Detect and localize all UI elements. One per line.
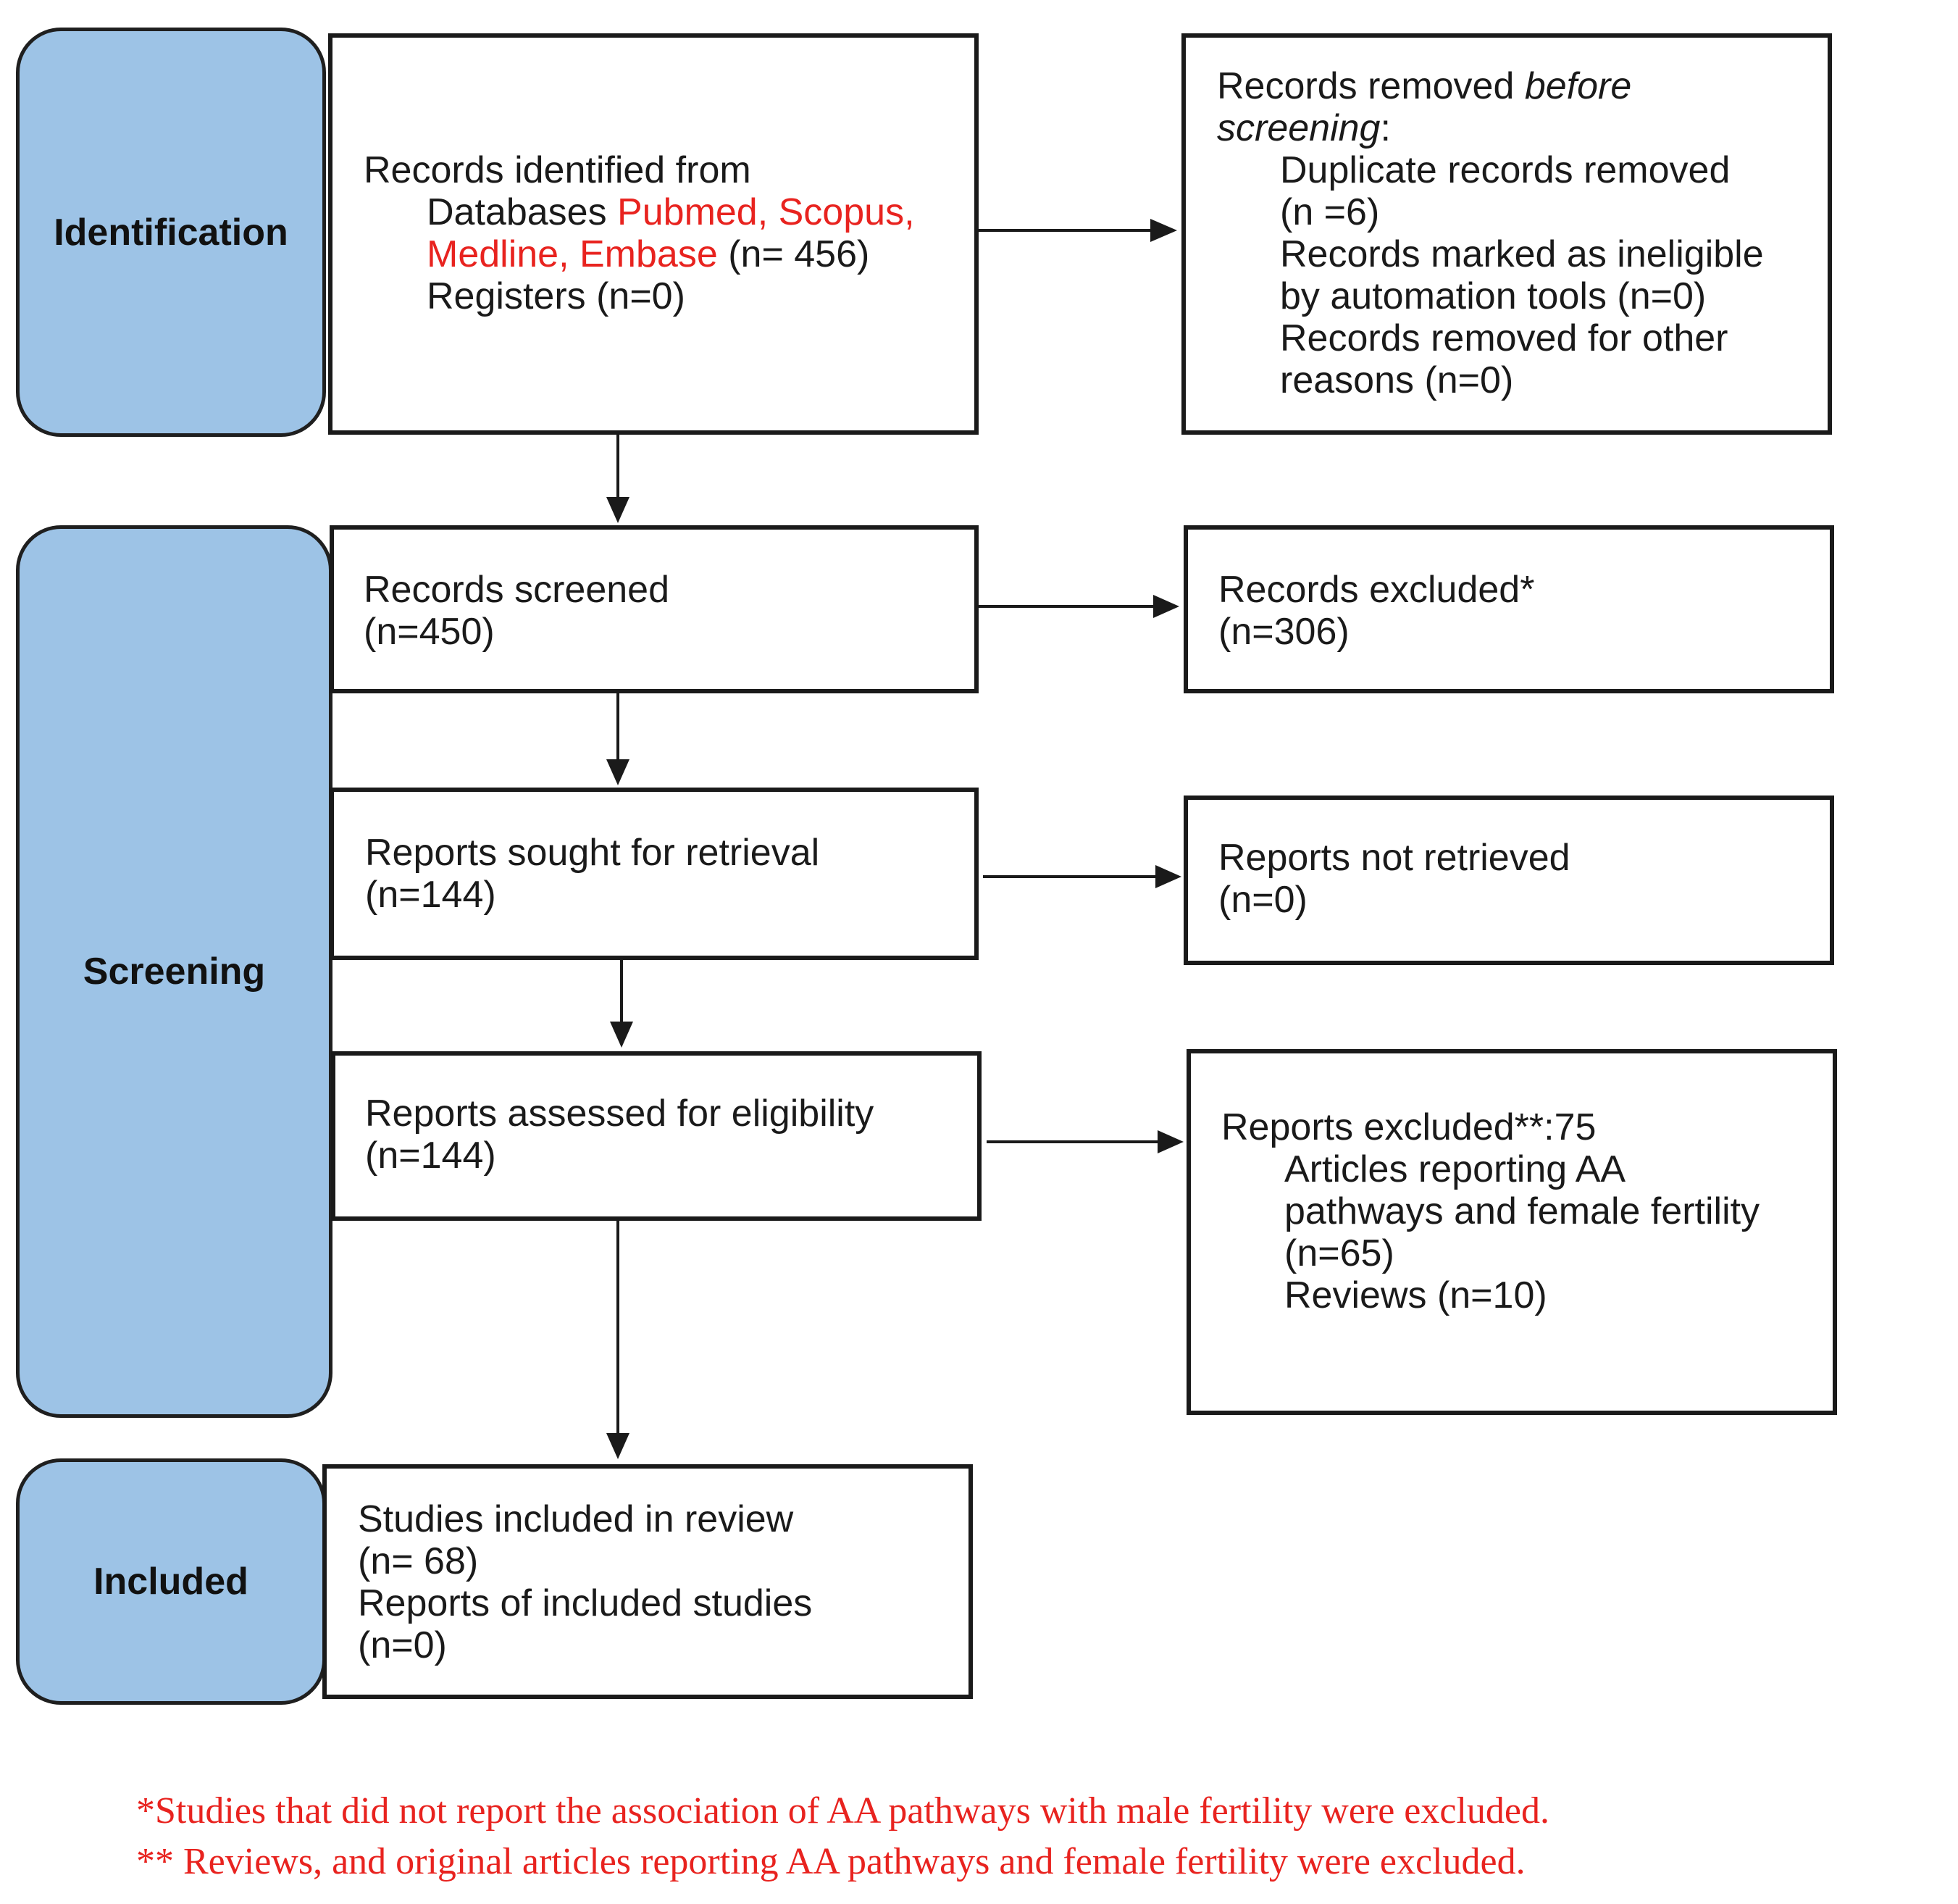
records-excluded-count: (n=306) — [1218, 611, 1350, 653]
phase-screening-label: Screening — [83, 951, 266, 993]
databases-prefix: Databases — [427, 191, 618, 233]
reports-not-retrieved-box — [1184, 796, 1834, 965]
reports-sought-label: Reports sought for retrieval — [365, 832, 820, 874]
databases-line: Databases Pubmed, Scopus, — [364, 191, 915, 233]
arrowhead-sought-to-not-retrieved — [1155, 865, 1181, 888]
reports-not-retrieved-label: Reports not retrieved — [1218, 837, 1570, 879]
removed-heading-a: Records removed — [1217, 65, 1525, 107]
databases-line-2: Medline, Embase (n= 456) — [364, 233, 915, 275]
footnote-2: ** Reviews, and original articles report… — [136, 1841, 1526, 1882]
records-screened-label: Records screened — [364, 569, 669, 611]
records-screened-text: Records screened (n=450) — [364, 569, 669, 653]
records-excluded-text: Records excluded* (n=306) — [1218, 569, 1534, 653]
arrowhead-assessed-to-excluded — [1158, 1130, 1184, 1153]
removed-heading-c: screening — [1217, 107, 1381, 149]
reports-sought-count: (n=144) — [365, 874, 496, 916]
reports-not-retrieved-text: Reports not retrieved (n=0) — [1218, 837, 1570, 921]
reports-assessed-count: (n=144) — [365, 1135, 496, 1177]
reviews-line: Reviews (n=10) — [1284, 1274, 1547, 1316]
records-screened-box — [330, 525, 979, 693]
reports-sought-text: Reports sought for retrieval (n=144) — [365, 832, 819, 916]
arrowhead-screened-to-excluded — [1153, 595, 1179, 618]
records-identified-text: Records identified from Databases Pubmed… — [364, 149, 915, 317]
reports-excluded-box — [1187, 1049, 1837, 1415]
reports-excluded-text: Reports excluded**:75 Articles reporting… — [1221, 1106, 1760, 1316]
records-removed-box — [1181, 33, 1832, 435]
articles-line-2: pathways and female fertility — [1284, 1190, 1760, 1232]
databases-count: (n= 456) — [717, 233, 870, 275]
records-excluded-label: Records excluded* — [1218, 569, 1535, 611]
phase-screening: Screening — [16, 525, 332, 1418]
records-identified-box — [328, 33, 979, 435]
reports-not-retrieved-count: (n=0) — [1218, 879, 1308, 921]
ineligible-line-2: by automation tools (n=0) — [1280, 275, 1707, 317]
studies-included-box — [322, 1464, 973, 1699]
arrowhead-sought-to-assessed — [610, 1022, 633, 1048]
studies-included-count: (n= 68) — [358, 1540, 479, 1582]
articles-line-1: Articles reporting AA — [1284, 1148, 1626, 1190]
reports-assessed-text: Reports assessed for eligibility (n=144) — [365, 1093, 874, 1177]
arrowhead-screened-to-sought — [606, 759, 629, 785]
database-names-2: Medline, Embase — [427, 233, 718, 275]
removed-heading-line2: screening: — [1217, 107, 1764, 149]
reports-excluded-label: Reports excluded**:75 — [1221, 1106, 1597, 1148]
footnote-1: *Studies that did not report the associa… — [136, 1790, 1549, 1832]
removed-heading-d: : — [1380, 107, 1391, 149]
arrowhead-identified-to-screened — [606, 497, 629, 523]
removed-heading-line1: Records removed before — [1217, 65, 1764, 107]
other-reasons-line-1: Records removed for other — [1280, 317, 1728, 359]
reports-included-count: (n=0) — [358, 1624, 447, 1666]
records-removed-text: Records removed before screening: Duplic… — [1217, 65, 1764, 401]
registers-line: Registers (n=0) — [427, 275, 685, 317]
ineligible-line-1: Records marked as ineligible — [1280, 233, 1764, 275]
arrowhead-identified-to-removed — [1150, 219, 1177, 242]
studies-included-label: Studies included in review — [358, 1498, 794, 1540]
reports-assessed-label: Reports assessed for eligibility — [365, 1093, 874, 1135]
records-excluded-box — [1184, 525, 1834, 693]
articles-line-3: (n=65) — [1284, 1232, 1394, 1274]
duplicate-line-2: (n =6) — [1280, 191, 1380, 233]
records-identified-line: Records identified from — [364, 149, 751, 191]
reports-sought-box — [330, 788, 979, 960]
other-reasons-line-2: reasons (n=0) — [1280, 359, 1514, 401]
reports-assessed-box — [331, 1051, 982, 1221]
studies-included-text: Studies included in review (n= 68) Repor… — [358, 1498, 812, 1666]
reports-included-label: Reports of included studies — [358, 1582, 813, 1624]
duplicate-line-1: Duplicate records removed — [1280, 149, 1731, 191]
phase-identification-label: Identification — [54, 211, 288, 254]
records-screened-count: (n=450) — [364, 611, 495, 653]
phase-included-label: Included — [93, 1561, 248, 1603]
removed-heading-b: before — [1524, 65, 1632, 107]
phase-identification: Identification — [16, 28, 326, 437]
database-names-1: Pubmed, Scopus, — [617, 191, 915, 233]
arrowhead-assessed-to-included — [606, 1433, 629, 1459]
